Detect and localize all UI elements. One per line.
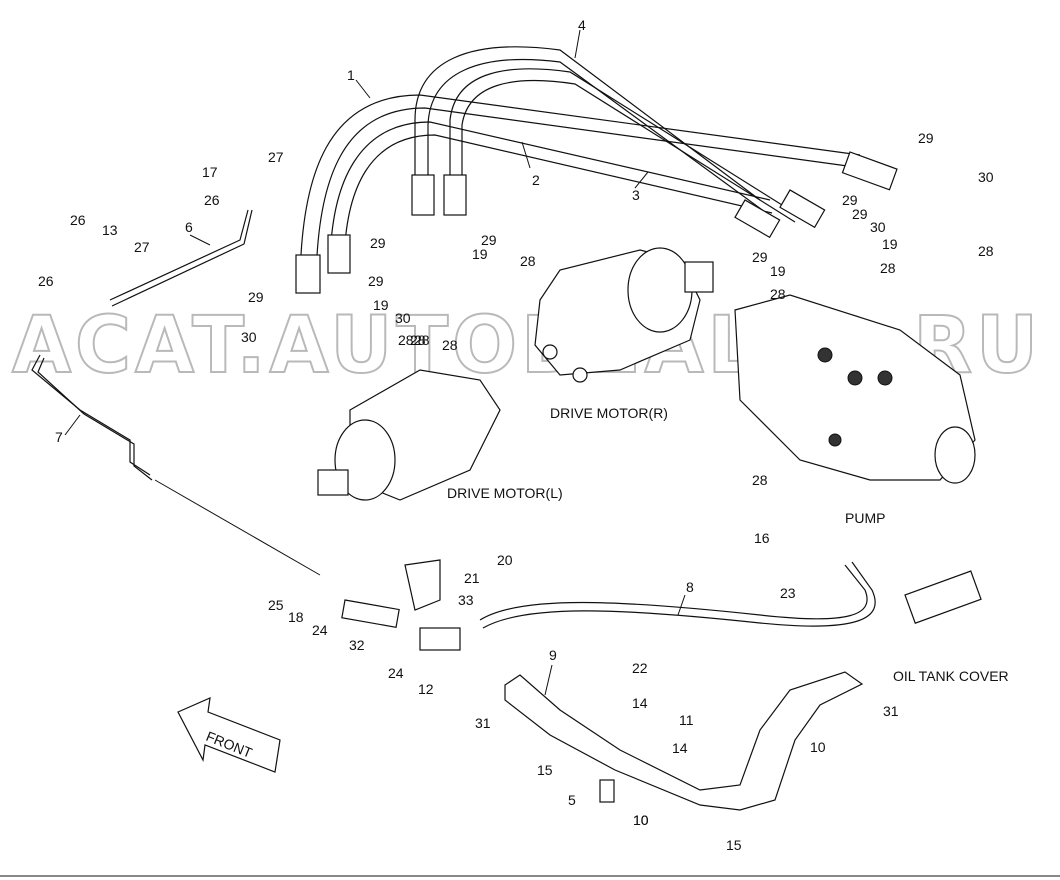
callout: 8 [686, 579, 694, 595]
callout: 10 [633, 812, 649, 828]
callout: 10 [810, 739, 826, 755]
callout: 9 [549, 647, 557, 663]
callout: 2 [532, 172, 540, 188]
callout: 28 [398, 332, 414, 348]
callout: 28 [520, 253, 536, 269]
callout: 19 [882, 236, 898, 252]
callout: 26 [38, 273, 54, 289]
callout: 24 [388, 665, 404, 681]
callout: 10 [633, 812, 649, 828]
callout: 30 [241, 329, 257, 345]
callout: 26 [204, 192, 220, 208]
callout: 16 [754, 530, 770, 546]
callout: 23 [780, 585, 796, 601]
callout: 5 [568, 792, 576, 808]
callout: 18 [288, 609, 304, 625]
callout: 31 [475, 715, 491, 731]
callout: 15 [537, 762, 553, 778]
hose-bundle [299, 46, 863, 291]
callout: 3 [632, 187, 640, 203]
callout: 31 [883, 703, 899, 719]
callout: 19 [770, 263, 786, 279]
callout: 26 [70, 212, 86, 228]
callout: 27 [134, 239, 150, 255]
callout: 17 [202, 164, 218, 180]
drive-motor-right [534, 247, 714, 383]
callout-numbers: 1 2 3 4 5 6 7 8 9 10 10 10 11 12 13 14 1… [38, 17, 994, 853]
callout: 13 [102, 222, 118, 238]
callout: 29 [918, 130, 934, 146]
callout: 27 [268, 149, 284, 165]
drive-motor-right-caption: DRIVE MOTOR(R) [550, 405, 668, 421]
callout: 21 [464, 570, 480, 586]
callout: 28 [770, 286, 786, 302]
callout: 32 [349, 637, 365, 653]
callout: 28 [978, 243, 994, 259]
oil-tank-cover-caption: OIL TANK COVER [893, 668, 1009, 684]
callout: 30 [395, 310, 411, 326]
drive-motor-left [317, 369, 501, 501]
callout: 29 [368, 273, 384, 289]
steel-pipes [31, 209, 321, 576]
tee-fittings [341, 559, 982, 651]
callout: 29 [481, 232, 497, 248]
pump-caption: PUMP [845, 510, 885, 526]
callout: 19 [373, 297, 389, 313]
callout: 30 [870, 219, 886, 235]
callout: 33 [458, 592, 474, 608]
callout: 29 [248, 289, 264, 305]
drive-motor-left-caption: DRIVE MOTOR(L) [447, 485, 563, 501]
callout: 19 [472, 246, 488, 262]
callout: 28 [410, 332, 426, 348]
callout: 25 [268, 597, 284, 613]
callout: 29 [752, 249, 768, 265]
front-arrow: FRONT [177, 697, 281, 773]
callout: 4 [578, 17, 586, 33]
callout: 29 [842, 192, 858, 208]
callout: 6 [185, 219, 193, 235]
callout: 12 [418, 681, 434, 697]
callout: 28 [414, 332, 430, 348]
hose-end-fittings [295, 151, 898, 294]
callout: 14 [632, 695, 648, 711]
pump [734, 294, 976, 484]
callout: 30 [978, 169, 994, 185]
callout: 22 [632, 660, 648, 676]
callout: 29 [852, 206, 868, 222]
callout: 11 [679, 712, 694, 728]
callout: 28 [752, 472, 768, 488]
callout: 28 [442, 337, 458, 353]
callout: 7 [55, 429, 63, 445]
callout: 29 [370, 235, 386, 251]
suction-hoses [479, 561, 876, 811]
callout: 24 [312, 622, 328, 638]
callout: 15 [726, 837, 742, 853]
callout: 1 [347, 67, 355, 83]
callout: 28 [880, 260, 896, 276]
leader-lines [64, 29, 686, 696]
callout: 20 [497, 552, 513, 568]
callout: 14 [672, 740, 688, 756]
